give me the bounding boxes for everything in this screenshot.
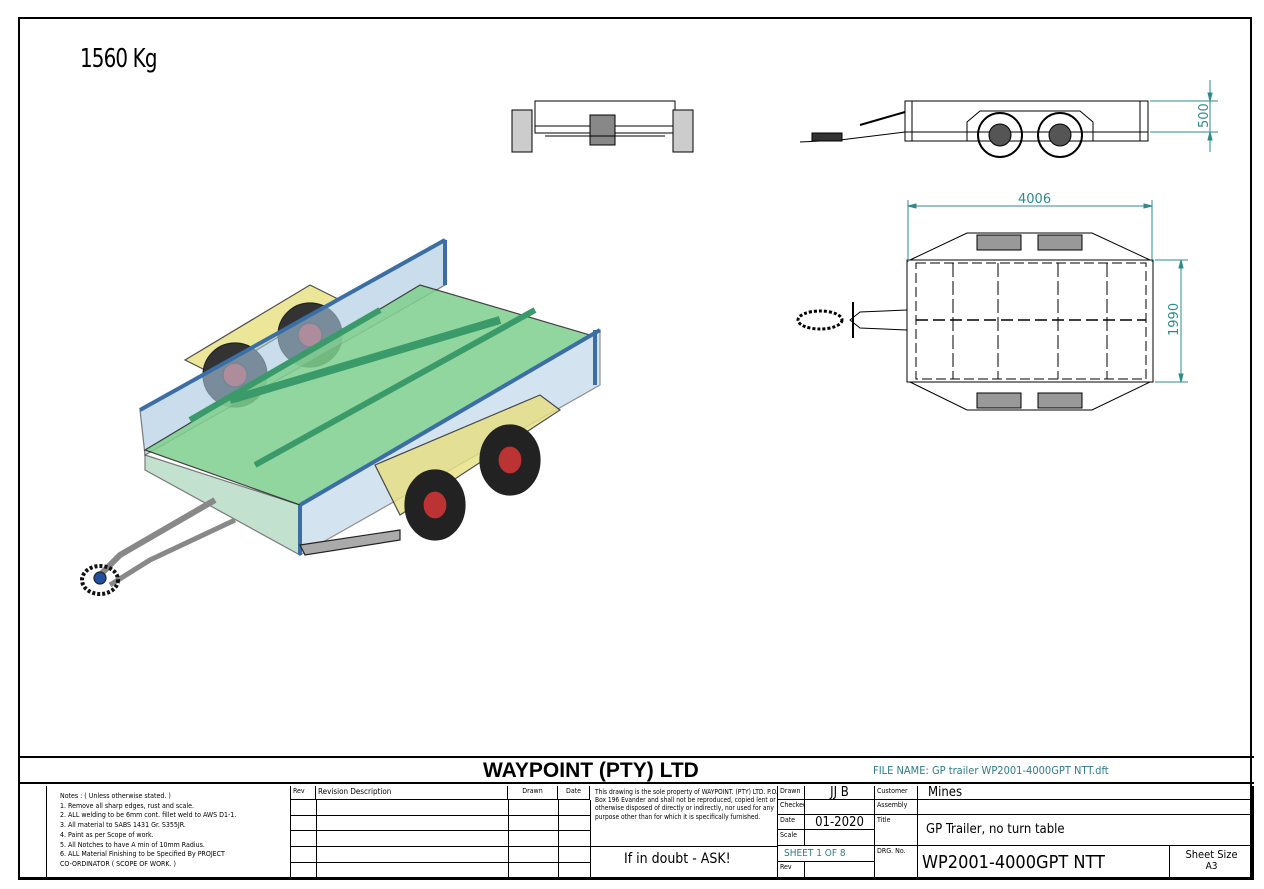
notes: Notes : ( Unless otherwise stated. ) 1. … [60, 792, 236, 870]
assembly-label: Assembly [875, 800, 918, 815]
note: 1. Remove all sharp edges, rust and scal… [60, 801, 195, 810]
warning-text: If in doubt - ASK! [624, 851, 731, 867]
dim-width: 1990 [1167, 303, 1182, 336]
side-view [799, 100, 1149, 158]
rev-value [805, 862, 875, 880]
drawing-title: GP Trailer, no turn table [918, 815, 1254, 846]
divider [46, 786, 47, 879]
drg-no-label: DRG. No. [875, 846, 918, 880]
customer-value: Mines [918, 786, 1254, 800]
drawing-views: 4006 500 1990 [80, 80, 1218, 596]
file-name: FILE NAME: GP trailer WP2001-4000GPT NTT… [873, 764, 1109, 777]
sheet-size: Sheet Size A3 [1170, 846, 1254, 880]
note: 3. All material to SABS 1431 Gr. S355JR. [60, 821, 186, 830]
front-view [511, 100, 694, 153]
note: 6. ALL Material Finishing to be Specifie… [60, 850, 225, 859]
revision-rows [290, 800, 591, 880]
drawn-label: Drawn [777, 786, 805, 800]
note: 4. Paint as per Scope of work. [60, 830, 154, 839]
dim-length: 4006 [1018, 192, 1051, 207]
sheet-size-label: Sheet Size [1185, 848, 1238, 861]
date-value: 01-2020 [805, 815, 875, 830]
drawn-header: Drawn [508, 786, 558, 800]
drawing-number: WP2001-4000GPT NTT [918, 846, 1170, 880]
rev-label: Rev [777, 862, 805, 880]
note: 2. ALL welding to be 6mm cont. fillet we… [60, 811, 237, 820]
dim-height: 500 [1197, 103, 1212, 128]
plan-view [796, 232, 1154, 411]
title-bar: WAYPOINT (PTY) LTD FILE NAME: GP trailer… [18, 756, 1254, 784]
sheet-size-value: A3 [1205, 861, 1218, 872]
divider [590, 846, 777, 847]
title-label: Title [875, 815, 918, 846]
drawn-value: JJ B [805, 786, 875, 800]
property-notice: This drawing is the sole property of WAY… [595, 788, 778, 821]
isometric-view [80, 238, 602, 596]
company-name: WAYPOINT (PTY) LTD [483, 759, 699, 782]
date-header: Date [558, 786, 590, 800]
checked-label: Checked [777, 800, 805, 815]
revision-description-header: Revision Description [316, 786, 508, 800]
dimension-lines [907, 80, 1218, 383]
scale-value [805, 830, 875, 846]
assembly-value [918, 800, 1254, 815]
note: CO-ORDINATOR ( SCOPE OF WORK. ) [60, 859, 177, 868]
note: 5. All Notches to have A min of 10mm Rad… [60, 840, 205, 849]
customer-label: Customer [875, 786, 918, 800]
sheet-number: SHEET 1 OF 8 [777, 846, 875, 862]
checked-value [805, 800, 875, 815]
weight-label: 1560 Kg [80, 44, 157, 74]
rev-header: Rev [290, 786, 316, 800]
date-label: Date [777, 815, 805, 830]
scale-label: Scale [777, 830, 805, 846]
note-header: Notes : ( Unless otherwise stated. ) [60, 792, 171, 800]
